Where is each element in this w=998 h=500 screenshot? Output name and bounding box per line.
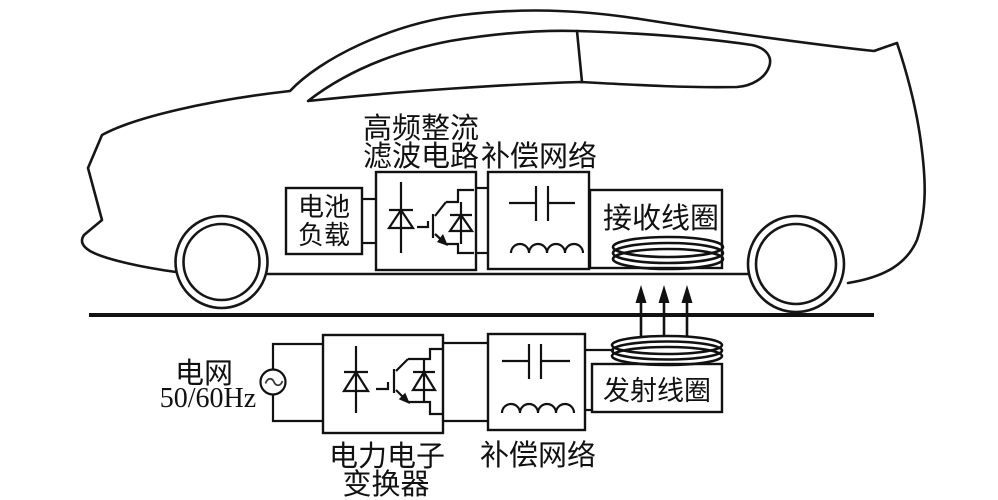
grid-label: 电网 bbox=[175, 357, 233, 390]
rectifier-label-line1: 高频整流 bbox=[363, 112, 479, 145]
rear-wheel-inner bbox=[754, 222, 838, 306]
battery-load-label-line2: 负载 bbox=[298, 221, 350, 250]
inductor-icon bbox=[509, 242, 585, 254]
compensation-bottom-label: 补偿网络 bbox=[480, 439, 596, 472]
transmitting-coil-box bbox=[590, 362, 724, 414]
compensation-network-bottom: 补偿网络 bbox=[480, 332, 614, 472]
igbt-icon bbox=[417, 188, 475, 255]
front-wheel-inner bbox=[182, 222, 261, 302]
compensation-box-top bbox=[486, 170, 591, 271]
rectifier-filter-block: 高频整流 滤波电路 bbox=[363, 112, 488, 272]
transmitting-coil-label: 发射线圈 bbox=[603, 376, 711, 406]
transmitting-coil-block: 发射线圈 bbox=[590, 334, 724, 414]
car-outline-path bbox=[80, 9, 926, 285]
converter-label-line1: 电力电子 bbox=[329, 440, 445, 473]
rectifier-label-line2: 滤波电路 bbox=[363, 140, 479, 173]
compensation-box-bottom bbox=[486, 332, 587, 432]
grid-source: 电网 50/60Hz bbox=[160, 342, 323, 423]
battery-load-label-line1: 电池 bbox=[298, 193, 350, 222]
battery-load-block: 电池 负载 bbox=[284, 186, 376, 256]
front-wheel-outer bbox=[174, 214, 269, 310]
receiving-coil-block: 接收线圈 bbox=[588, 188, 725, 271]
b-pillar-line bbox=[575, 29, 584, 84]
compensation-top-label: 补偿网络 bbox=[481, 140, 597, 173]
car-body bbox=[80, 9, 926, 314]
transmitting-coil-icon bbox=[610, 334, 724, 367]
ac-source-icon bbox=[259, 368, 287, 396]
converter-label-line2: 变换器 bbox=[342, 468, 429, 500]
inductor-icon bbox=[500, 402, 576, 414]
power-converter-block: 电力电子 变换器 bbox=[321, 333, 488, 500]
battery-load-box bbox=[284, 186, 364, 256]
receiving-coil-icon bbox=[611, 235, 725, 271]
window-band bbox=[306, 29, 772, 103]
receiving-coil-label: 接收线圈 bbox=[603, 202, 719, 235]
grid-wire-top bbox=[271, 342, 323, 369]
rear-wheel-outer bbox=[746, 214, 846, 314]
compensation-network-top: 补偿网络 bbox=[481, 140, 614, 271]
grid-frequency-label: 50/60Hz bbox=[160, 383, 256, 414]
grid-wire-bottom bbox=[271, 395, 323, 423]
sine-wave-icon bbox=[264, 377, 284, 387]
capacitor-icon bbox=[502, 344, 570, 379]
flux-arrows-icon bbox=[635, 285, 693, 336]
igbt-icon bbox=[376, 347, 443, 416]
converter-box bbox=[321, 333, 445, 435]
diode-icon bbox=[342, 346, 370, 413]
capacitor-icon bbox=[509, 186, 575, 221]
diode-icon bbox=[386, 182, 416, 253]
